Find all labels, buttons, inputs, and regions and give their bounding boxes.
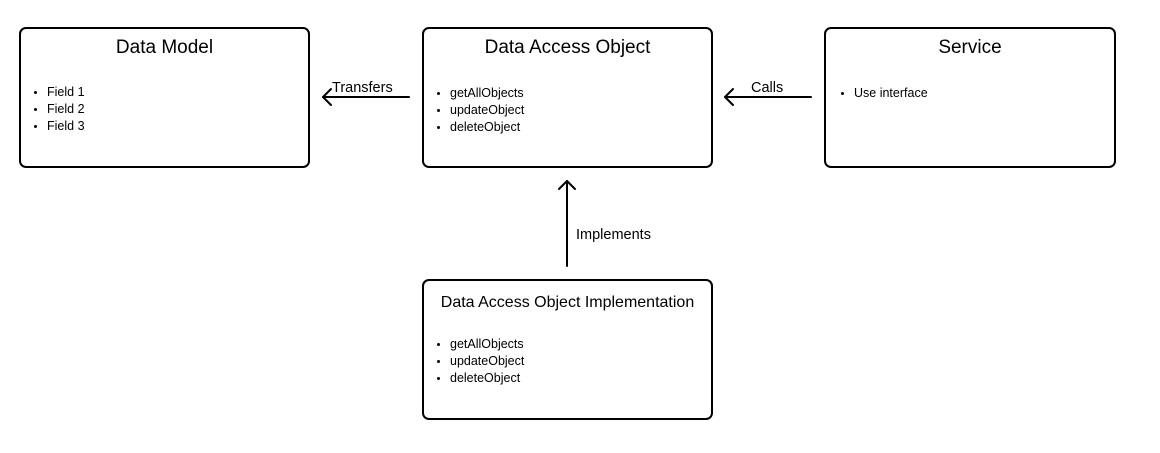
implements-label: Implements <box>576 227 651 243</box>
transfers-label: Transfers <box>332 80 393 96</box>
list-item: updateObject <box>436 102 524 119</box>
node-title: Data Access Object Implementation <box>440 294 695 311</box>
list-item: Field 1 <box>33 84 85 101</box>
calls-label: Calls <box>751 80 784 96</box>
list-item: getAllObjects <box>436 85 524 102</box>
service-node: Service Use interface <box>824 27 1116 168</box>
dao-node: Data Access Object getAllObjects updateO… <box>422 27 713 168</box>
list-item: Field 3 <box>33 118 85 135</box>
list-item: getAllObjects <box>436 336 524 353</box>
field-list: Field 1 Field 2 Field 3 <box>33 84 85 135</box>
dao-implementation-node: Data Access Object Implementation getAll… <box>422 279 713 420</box>
list-item: Use interface <box>840 85 928 102</box>
node-title: Data Access Object <box>484 37 651 58</box>
list-item: deleteObject <box>436 370 524 387</box>
node-title: Data Model <box>115 37 214 58</box>
node-title: Service <box>938 37 1002 58</box>
list-item: deleteObject <box>436 119 524 136</box>
data-model-node: Data Model Field 1 Field 2 Field 3 <box>19 27 310 168</box>
method-list: Use interface <box>840 85 928 102</box>
list-item: updateObject <box>436 353 524 370</box>
list-item: Field 2 <box>33 101 85 118</box>
method-list: getAllObjects updateObject deleteObject <box>436 336 524 387</box>
method-list: getAllObjects updateObject deleteObject <box>436 85 524 136</box>
implements-arrow <box>558 180 576 267</box>
